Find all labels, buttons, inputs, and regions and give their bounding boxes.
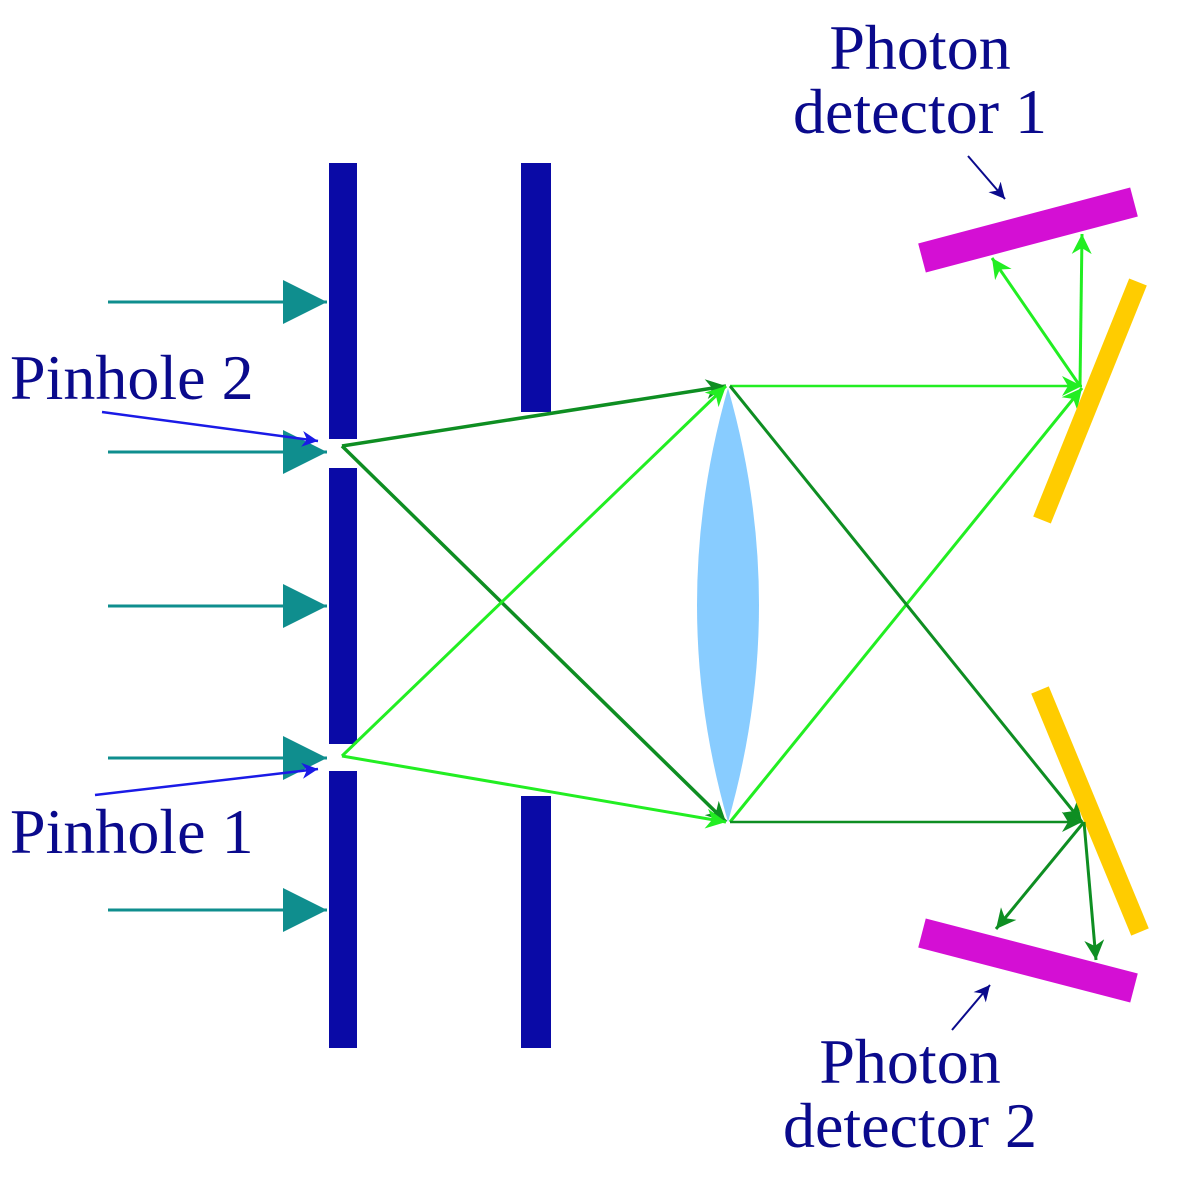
aperture-segment-top	[521, 163, 551, 412]
incident-light-arrows	[108, 280, 327, 932]
beam-splitter-1	[1033, 278, 1147, 524]
splitter-to-detector-rays	[990, 233, 1105, 961]
lens-to-splitter-rays	[728, 376, 1084, 832]
pointer-arrow-icon	[951, 984, 991, 1031]
pointer-arrow-icon	[94, 762, 319, 797]
ray-pinhole1-to-lens-top	[340, 384, 728, 758]
screen-segment-bottom	[329, 771, 357, 1048]
photon-detector-1-label-line-1: Photon	[829, 12, 1011, 83]
ray-pinhole2-to-lens-top	[341, 379, 727, 448]
photon-detector-2-label-line-1: Photon	[819, 1026, 1001, 1097]
pinhole-to-lens-rays	[340, 379, 728, 829]
photon-detector-1-label-line-2: detector 1	[792, 76, 1048, 147]
label-pointers	[94, 155, 1006, 1031]
photon-detector-2-label-line-2: detector 2	[782, 1090, 1038, 1161]
lens	[697, 388, 759, 822]
photon-detector-1-label: Photon detector 1	[780, 16, 1060, 144]
pointer-arrow-icon	[101, 410, 319, 447]
photon-detector-2-label: Photon detector 2	[770, 1030, 1050, 1158]
ray-splitter1-to-detector-a	[990, 257, 1082, 387]
pinhole-1-label: Pinhole 1	[10, 796, 254, 867]
ray-lens-top-to-splitter-2	[728, 385, 1084, 823]
aperture-screen	[521, 163, 551, 1048]
pinhole-2-label: Pinhole 2	[10, 342, 254, 413]
ray-pinhole2-to-lens-bottom	[340, 444, 728, 824]
screen-segment-top	[329, 163, 357, 439]
beam-splitters	[1031, 278, 1149, 936]
ray-pinhole1-to-lens-bottom	[341, 754, 727, 829]
ray-splitter2-to-detector-a	[994, 821, 1086, 930]
photon-detector-2	[918, 918, 1138, 1003]
ray-splitter1-to-detector-b	[1071, 233, 1092, 387]
aperture-segment-bottom	[521, 796, 551, 1048]
photon-detector-1	[918, 187, 1138, 273]
ray-splitter2-to-detector-b	[1082, 821, 1105, 961]
beam-splitter-2	[1031, 686, 1149, 936]
pointer-arrow-icon	[967, 155, 1006, 200]
screen-segment-middle	[329, 468, 357, 744]
pinhole-screen	[329, 163, 357, 1048]
photon-detectors	[918, 187, 1138, 1003]
